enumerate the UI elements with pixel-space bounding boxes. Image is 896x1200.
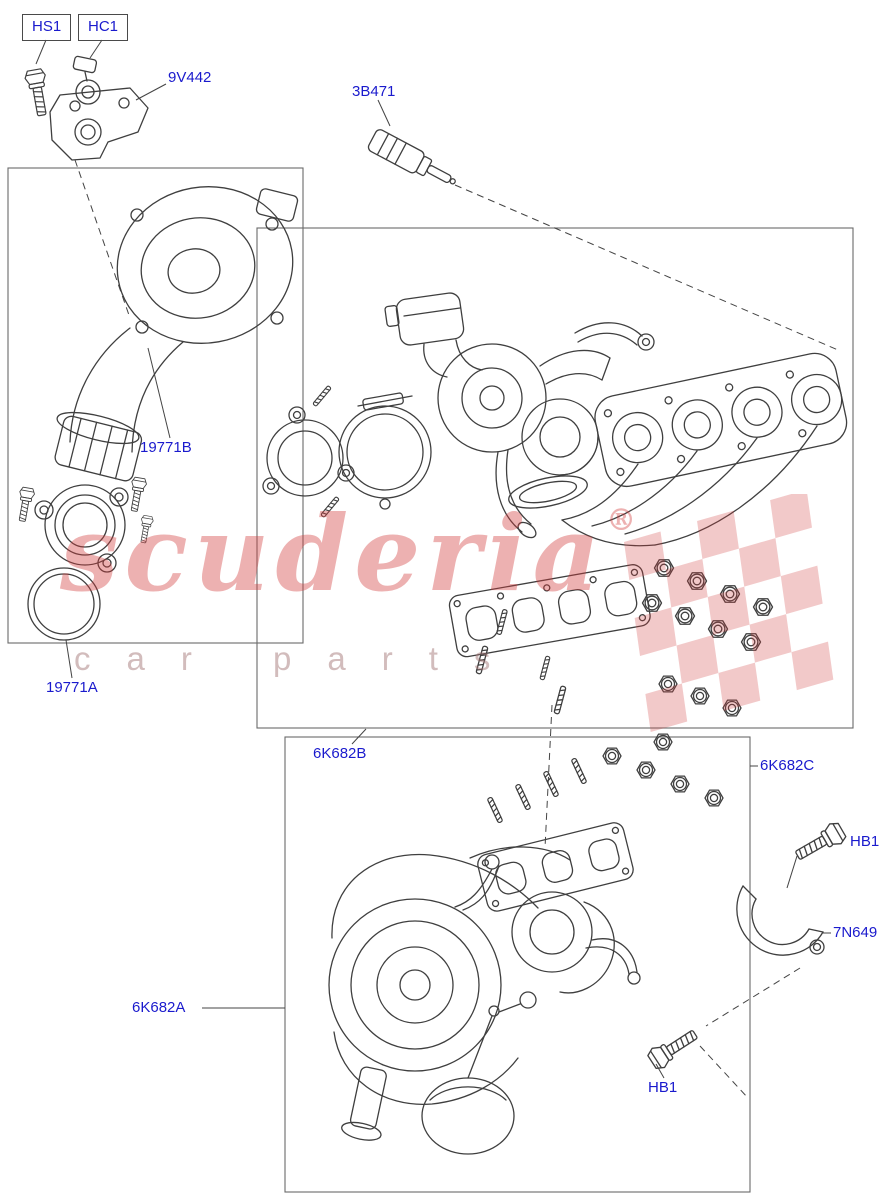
dashed-connectors [74, 159, 839, 1099]
hb1-bolt-upper-drawing [791, 819, 849, 867]
part-label-9v442[interactable]: 9V442 [168, 69, 212, 86]
hb1-bolt-lower-drawing [645, 1023, 702, 1073]
part-label-19771a[interactable]: 19771A [46, 679, 98, 696]
nut-set-lower [602, 733, 724, 807]
part-label-6k682a[interactable]: 6K682A [132, 999, 186, 1016]
part-label-7n649[interactable]: 7N649 [833, 924, 878, 941]
part-label-hb1-lower[interactable]: HB1 [648, 1079, 678, 1096]
part-label-hs1[interactable]: HS1 [22, 14, 72, 41]
throttle-body-drawing [54, 186, 299, 482]
part-label-6k682c[interactable]: 6K682C [760, 757, 815, 774]
part-label-3b471[interactable]: 3B471 [352, 83, 396, 100]
mounting-bracket-drawing [49, 87, 149, 161]
adapter-flange-drawing [34, 484, 129, 573]
kit-box-turbo [284, 736, 751, 1193]
kit-box-throttle [7, 167, 304, 644]
stud-set-upper [475, 608, 567, 715]
hc1-clamp-drawing [72, 55, 101, 105]
nut-set-upper [641, 559, 774, 717]
gasket-stud-icon [320, 495, 340, 519]
support-bracket-drawing [736, 885, 825, 956]
stud-set-lower [486, 757, 588, 824]
part-label-19771b[interactable]: 19771B [140, 439, 192, 456]
manifold-gasket-drawing [448, 564, 651, 658]
part-label-6k682b[interactable]: 6K682B [313, 745, 367, 762]
sensor-drawing [367, 129, 456, 185]
hs1-bolt-drawing [23, 67, 53, 118]
turbo-manifold-assembly-drawing [384, 292, 848, 547]
part-label-hb1-upper[interactable]: HB1 [850, 833, 880, 850]
v-band-clamp-drawing [338, 392, 432, 510]
gasket-stud-icon [312, 384, 332, 408]
leader-lines [35, 39, 831, 1079]
paper-gasket-drawing [262, 406, 355, 497]
part-label-hc1[interactable]: HC1 [78, 14, 129, 41]
o-ring-drawing [27, 567, 101, 641]
turbocharger-drawing [328, 822, 641, 1155]
kit-boxes [7, 167, 854, 1193]
throttle-bolt-set [14, 476, 155, 544]
